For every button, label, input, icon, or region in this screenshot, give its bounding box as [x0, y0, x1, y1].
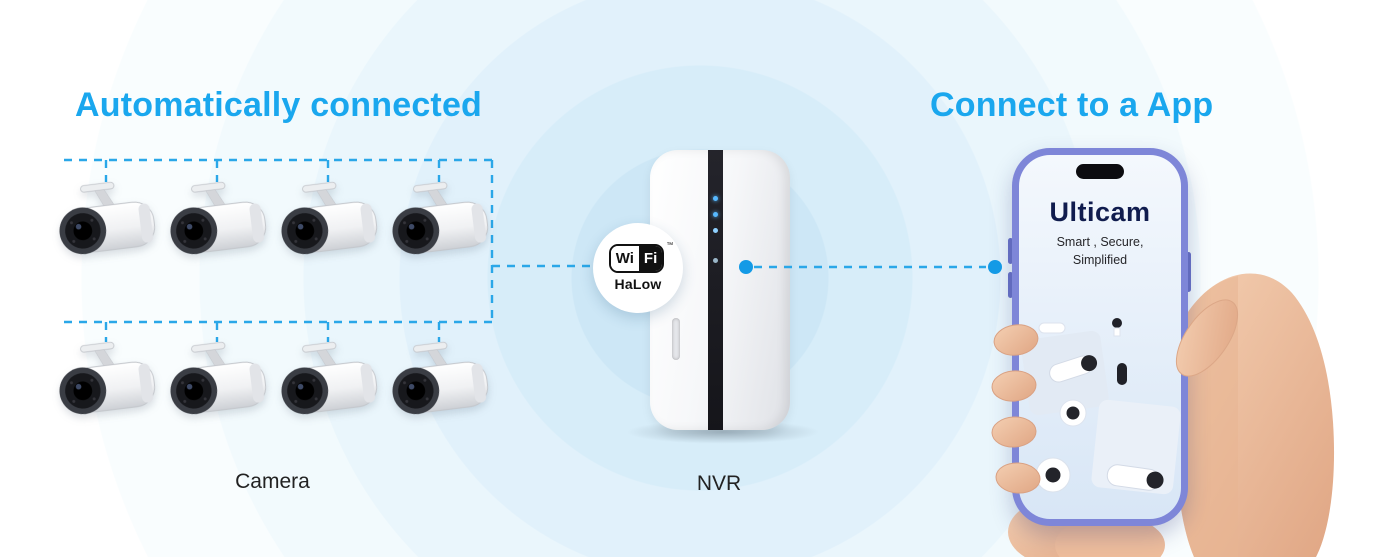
app-tagline-line1: Smart , Secure, — [1056, 235, 1144, 249]
volume-down-button — [1008, 272, 1013, 298]
bullet-camera-icon — [266, 172, 389, 285]
halow-label: HaLow — [614, 276, 662, 292]
app-tagline: Smart , Secure, Simplified — [1019, 234, 1181, 269]
ulticam-logo: Ulticam — [1049, 197, 1151, 227]
bullet-camera-icon — [377, 332, 500, 445]
bullet-camera-icon — [44, 172, 167, 285]
phone-screen: Ulticam Smart , Secure, Simplified — [1019, 155, 1181, 519]
bullet-camera-icon — [44, 332, 167, 445]
nvr-port-slot — [672, 318, 680, 360]
bullet-camera-icon — [266, 332, 389, 445]
trademark-symbol: ™ — [666, 242, 674, 249]
nvr-status-led — [713, 228, 718, 233]
smartphone: Ulticam Smart , Secure, Simplified — [1012, 148, 1188, 526]
app-tagline-line2: Simplified — [1072, 252, 1128, 267]
power-button — [1186, 252, 1191, 292]
nvr-label: NVR — [696, 472, 742, 495]
nvr-status-led — [713, 196, 718, 201]
dynamic-island — [1076, 164, 1124, 179]
bullet-camera-icon — [155, 172, 278, 285]
nvr-status-led — [713, 258, 718, 263]
nvr-status-led — [713, 212, 718, 217]
volume-up-button — [1008, 238, 1013, 264]
bullet-camera-icon — [377, 172, 500, 285]
camera-label: Camera — [235, 470, 310, 493]
wifi-logo-wi: Wi — [610, 246, 639, 271]
left-heading: Automatically connected — [75, 86, 483, 124]
wifi-halow-badge: Wi Fi ™ HaLow — [593, 223, 683, 313]
camera-products-collage — [1021, 318, 1181, 495]
right-heading: Connect to a App — [930, 86, 1214, 124]
bullet-camera-icon — [155, 332, 278, 445]
wifi-logo: Wi Fi ™ — [608, 242, 674, 273]
wifi-logo-fi: Fi — [638, 246, 663, 271]
nvr-led-stripe — [708, 150, 723, 430]
